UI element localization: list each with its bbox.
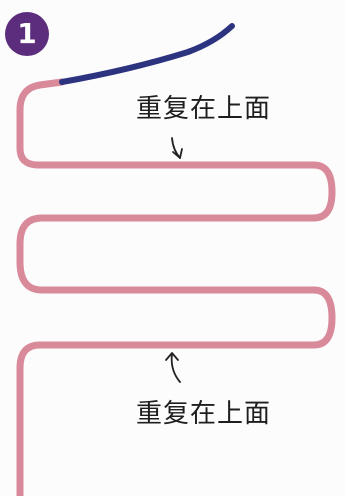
annotation-bottom: 重复在上面	[136, 399, 272, 429]
step-number-badge: 1	[5, 12, 49, 56]
annotation-top: 重复在上面	[136, 94, 272, 124]
curved-arrow-down-icon	[171, 137, 183, 159]
folded-cord-path	[16, 78, 336, 496]
cord-start-segment	[59, 23, 235, 85]
curved-arrow-up-icon	[165, 352, 181, 383]
